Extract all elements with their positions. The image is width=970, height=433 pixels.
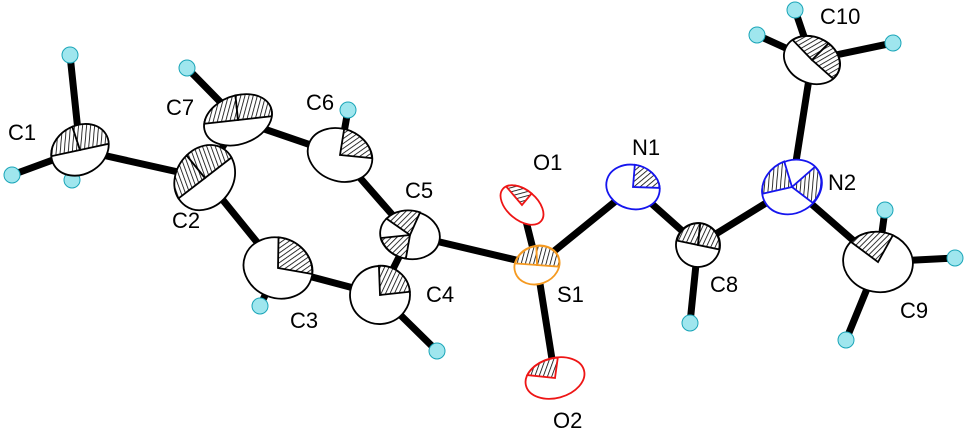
atom-c5	[379, 209, 441, 261]
label-c8: C8	[710, 272, 738, 297]
label-c9: C9	[900, 298, 928, 323]
atom-c1	[50, 123, 110, 177]
atom-o2	[524, 356, 586, 400]
atom-n1	[605, 163, 661, 211]
atom-c4	[349, 264, 411, 325]
atom-c8	[675, 222, 721, 268]
label-c4: C4	[426, 282, 454, 307]
atom-c10	[783, 34, 841, 86]
label-c1: C1	[8, 120, 36, 145]
hydrogen-atom	[748, 26, 766, 44]
label-c5: C5	[405, 178, 433, 203]
label-c2: C2	[172, 208, 200, 233]
hydrogen-atom	[178, 59, 196, 77]
label-c6: C6	[306, 90, 334, 115]
label-c3: C3	[290, 308, 318, 333]
atom-c7	[203, 93, 273, 147]
hydrogen-atom	[786, 1, 804, 19]
atom-c9	[842, 230, 914, 294]
hydrogen-atom	[876, 201, 894, 219]
hydrogen-atom	[884, 34, 902, 52]
hydrogen-atom	[339, 101, 357, 119]
atoms	[50, 34, 914, 400]
label-o1: O1	[533, 150, 562, 175]
hydrogens	[3, 1, 964, 360]
atom-labels: C1 C7 C6 C2 C5 C3 C4 O1 S1 O2 N1 C8 N2 C…	[8, 4, 928, 433]
label-o2: O2	[553, 408, 582, 433]
atom-c2	[173, 144, 237, 212]
hydrogen-atom	[3, 166, 21, 184]
atom-s1	[513, 244, 561, 286]
hydrogen-atom	[428, 342, 446, 360]
atom-c6	[306, 127, 374, 183]
hydrogen-atom	[61, 46, 79, 64]
label-s1: S1	[557, 282, 584, 307]
label-c10: C10	[820, 4, 860, 29]
label-n1: N1	[632, 135, 660, 160]
label-n2: N2	[828, 170, 856, 195]
hydrogen-atom	[681, 314, 699, 332]
atom-n2	[761, 158, 823, 216]
hydrogen-atom	[946, 249, 964, 267]
atom-c3	[242, 236, 314, 300]
label-c7: C7	[166, 95, 194, 120]
hydrogen-atom	[837, 331, 855, 349]
hydrogen-atom	[251, 297, 269, 315]
atom-o1	[499, 184, 545, 226]
